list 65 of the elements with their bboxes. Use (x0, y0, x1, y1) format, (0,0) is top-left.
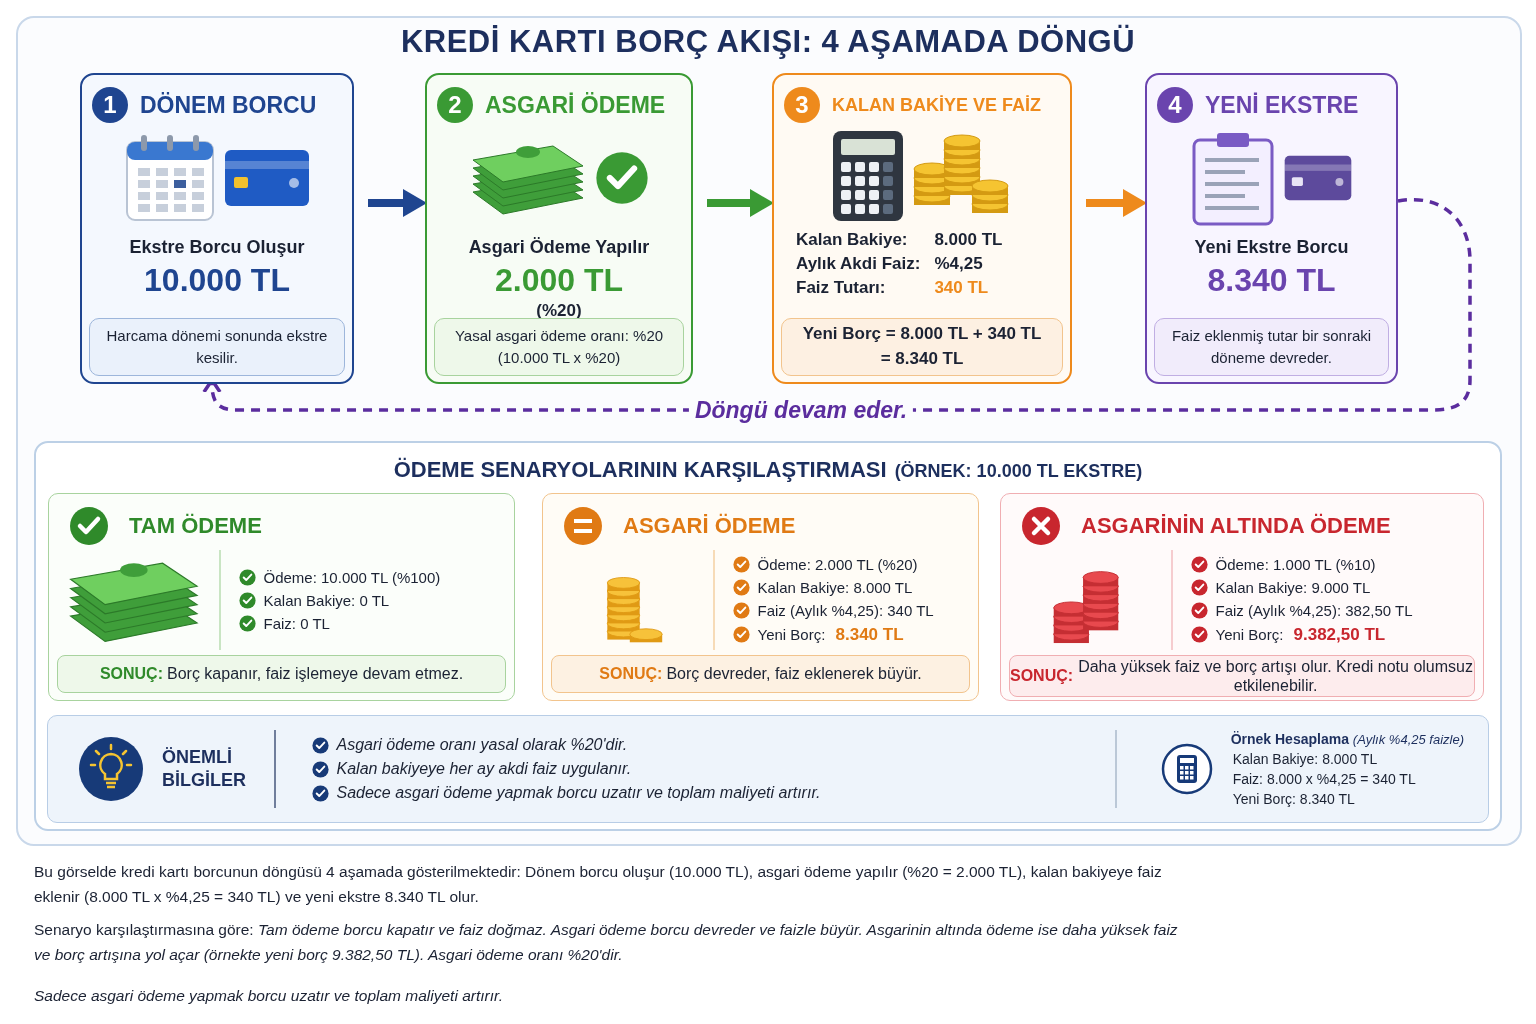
info-text: Asgari ödeme oranı yasal olarak %20'dir. (336, 736, 628, 754)
note-text: Senaryo karşılaştırmasına göre: Tam ödeme borcu kapatır ve faiz doğmaz. Asgari ödeme borcu devreder ve faizle büyür. Asgarinin altında ödeme ise daha yüksek faiz ve borç artışına yol açar (örnekte yeni borç 9.382,50 TL). Asgari ödeme oranı %20'dir. (34, 920, 1179, 965)
card-title: ASGARİNİN ALTINDA ÖDEME (1081, 513, 1391, 539)
info-text: Kalan bakiyeye her ay akdi faiz uygulanır. (336, 760, 632, 778)
card-title: KALAN BAKİYE VE FAİZ (832, 94, 1041, 116)
card-title: TAM ÖDEME (129, 513, 262, 539)
field-value: 8.000 TL (934, 230, 1003, 250)
field-value: %4,25 (934, 254, 984, 274)
step-subtitle: Ekstre Borcu Oluşur (129, 237, 305, 258)
info-text: Sadece asgari ödeme yapmak borcu uzatır ve toplam maliyeti artırır. (336, 784, 821, 802)
result-box: SONUÇ: Borç kapanır, faiz işlemeye devam etmez. (57, 655, 506, 693)
diagram-title: KREDİ KARTI BORÇ AKIŞI: 4 AŞAMADA DÖNGÜ (399, 24, 1137, 60)
step-number: 4 (1157, 87, 1193, 123)
calculation-line: Yeni Borç: 8.340 TL (1231, 791, 1356, 807)
step-card (425, 73, 693, 384)
step-card (80, 73, 354, 384)
bullet-text: Kalan Bakiye: 8.000 TL (757, 578, 913, 596)
card-title: YENİ EKSTRE (1205, 91, 1359, 119)
note-box: Yasal asgari ödeme oranı: %20 (10.000 TL x %20) (434, 318, 684, 376)
result-box: SONUÇ: Borç devreder, faiz eklenerek büyür. (551, 655, 970, 693)
amount-value: 10.000 TL (144, 262, 290, 299)
bullet-text: Yeni Borç: 9.382,50 TL (1215, 624, 1386, 645)
field-label: Kalan Bakiye: (796, 230, 909, 250)
note-box: Faiz eklenmiş tutar bir sonraki döneme devreder. (1154, 318, 1389, 376)
field-label: Aylık Akdi Faiz: (796, 254, 921, 274)
step-number: 2 (437, 87, 473, 123)
result-box: SONUÇ: Daha yüksek faiz ve borç artışı olur. Kredi notu olumsuz etkilenebilir. (1009, 655, 1475, 697)
bullet-text: Faiz (Aylık %4,25): 340 TL (757, 601, 934, 619)
calculation-heading: Örnek Hesaplama (Aylık %4,25 faizle) (1230, 731, 1464, 747)
step-subtitle: Asgari Ödeme Yapılır (468, 237, 650, 258)
bullet-text: Faiz: 0 TL (263, 614, 330, 632)
card-title: DÖNEM BORCU (140, 91, 317, 119)
note-box: Harcama dönemi sonunda ekstre kesilir. (89, 318, 345, 376)
field-value: 340 TL (934, 278, 990, 298)
calculation-line: Kalan Bakiye: 8.000 TL (1231, 751, 1379, 767)
card-title: ASGARİ ÖDEME (623, 513, 796, 539)
step-card (772, 73, 1072, 384)
card-title: ASGARİ ÖDEME (485, 91, 666, 119)
bullet-text: Yeni Borç: 8.340 TL (757, 624, 904, 645)
info-title: ÖNEMLİ BİLGİLER (162, 745, 247, 792)
info-panel (47, 715, 1489, 823)
formula-box: Yeni Borç = 8.000 TL + 340 TL = 8.340 TL (781, 318, 1063, 376)
comparison-panel (34, 441, 1502, 831)
field-label: Faiz Tutarı: (796, 278, 887, 298)
bullet-text: Ödeme: 10.000 TL (%100) (263, 568, 441, 586)
caption-text: Bu görselde kredi kartı borcunun döngüsü 4 aşamada gösterilmektedir: Dönem borcu oluşur (10.000 TL), asgari ödeme yapılır (%20 = 2.000 TL), kalan bakiyeye faiz eklenir (8.000 TL x %4,25 = 340 TL) ve yeni ekstre 8.340 TL olur. (34, 862, 1163, 907)
panel-subtitle: (ÖRNEK: 10.000 TL EKSTRE) (894, 461, 1143, 481)
step-number: 1 (92, 87, 128, 123)
note-text: Sadece asgari ödeme yapmak borcu uzatır ve toplam maliyeti artırır. (34, 986, 504, 1006)
scenario-card (48, 493, 515, 701)
bullet-text: Kalan Bakiye: 9.000 TL (1215, 578, 1371, 596)
bullet-text: Kalan Bakiye: 0 TL (263, 591, 390, 609)
amount-value: 8.340 TL (1207, 262, 1336, 299)
calculation-line: Faiz: 8.000 x %4,25 = 340 TL (1231, 771, 1417, 787)
bullet-text: Ödeme: 2.000 TL (%20) (757, 555, 918, 573)
bullet-text: Faiz (Aylık %4,25): 382,50 TL (1215, 601, 1413, 619)
step-number: 3 (784, 87, 820, 123)
panel-title: ÖDEME SENARYOLARININ KARŞILAŞTIRMASI (393, 457, 887, 482)
scenario-card (542, 493, 979, 701)
bullet-text: Ödeme: 1.000 TL (%10) (1215, 555, 1376, 573)
percent-text: (%20) (536, 301, 582, 321)
scenario-card (1000, 493, 1484, 701)
amount-value: 2.000 TL (494, 262, 624, 299)
step-subtitle: Yeni Ekstre Borcu (1194, 237, 1349, 258)
step-card (1145, 73, 1398, 384)
